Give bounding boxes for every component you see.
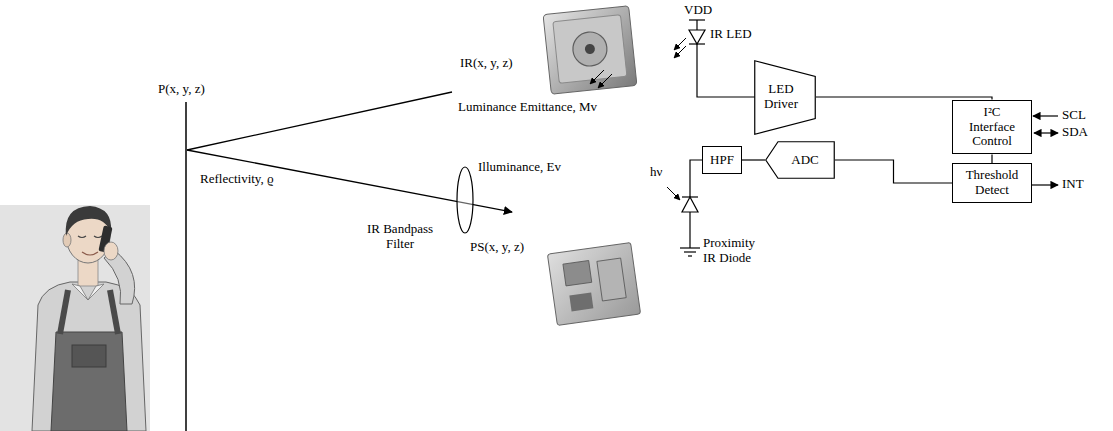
ground-symbol (684, 251, 696, 252)
led-driver-block: LED Driver (754, 60, 816, 135)
photodiode-symbol (682, 197, 698, 212)
part-name: IR Bandpass Filter (360, 222, 440, 252)
overalls (51, 332, 127, 431)
led-lens (571, 30, 608, 67)
int-arrow (1032, 184, 1058, 185)
detector-block: Threshold Detect (952, 163, 1032, 203)
pocket (72, 345, 106, 367)
block-label: Threshold Detect (959, 168, 1025, 198)
strap (60, 290, 68, 334)
coordinate-label: IR(x, y, z) (460, 56, 513, 71)
ground-symbol (688, 255, 692, 256)
light-arrow (667, 187, 680, 200)
sensor-package (547, 243, 640, 326)
part-name: Proximity IR Diode (703, 236, 767, 266)
collar (72, 284, 104, 300)
interface-block: I²C Interface Control (952, 100, 1032, 155)
emitted-ray (187, 92, 452, 150)
signal-wire (742, 159, 765, 160)
sensor-die (597, 258, 626, 301)
quantity-label: Luminance Emittance, Mv (458, 100, 597, 115)
led-die (584, 44, 595, 55)
pin-name: SCL (1062, 108, 1086, 123)
block-label: ADC (791, 153, 818, 168)
converter-block: ADC (765, 141, 835, 179)
scl-arrow (1033, 115, 1058, 116)
block-label: HPF (710, 153, 734, 168)
pin-name: INT (1062, 177, 1084, 192)
block-outline (766, 142, 835, 179)
photodiode-circuit (680, 160, 703, 256)
eyes (78, 236, 102, 238)
emission-arrow (674, 46, 686, 58)
coordinate-label: PS(x, y, z) (470, 240, 524, 255)
signal-wire (835, 160, 952, 183)
neck (78, 260, 98, 286)
figure-background (0, 205, 150, 431)
ear (63, 233, 71, 247)
proximity-sensor-photo (547, 243, 640, 326)
supply-name: VDD (684, 3, 712, 18)
mouth (82, 252, 98, 255)
led-circuit (689, 20, 755, 97)
wire (696, 20, 697, 30)
led-diode-symbol (689, 30, 705, 44)
hand (104, 242, 118, 260)
block-label: I²C Interface Control (959, 105, 1025, 150)
filter-block: HPF (702, 146, 742, 175)
block-label: LED Driver (758, 82, 804, 112)
pin-name: SDA (1062, 125, 1088, 140)
emission-arrow (590, 70, 604, 84)
person-figure (0, 205, 150, 431)
led-package (543, 6, 637, 95)
wire (697, 44, 755, 97)
coordinate-label: P(x, y, z) (158, 82, 205, 97)
strap (110, 290, 118, 334)
signal-wire (991, 154, 992, 163)
emission-arrow (598, 74, 612, 88)
reflecting-plane (185, 102, 187, 431)
block-outline (755, 60, 816, 134)
sensor-die (563, 261, 592, 286)
photon-label: hν (650, 165, 662, 180)
quantity-label: Reflectivity, ϱ (200, 172, 274, 187)
quantity-label: Illuminance, Ev (478, 160, 561, 175)
ir-led-photo (543, 6, 637, 95)
wire (689, 212, 690, 248)
sensor-die (569, 292, 593, 311)
bandpass-filter-lens (457, 167, 473, 233)
led-window (553, 15, 627, 84)
part-name: IR LED (710, 27, 752, 42)
ground-symbol (680, 247, 700, 248)
sda-arrow (1034, 132, 1058, 133)
